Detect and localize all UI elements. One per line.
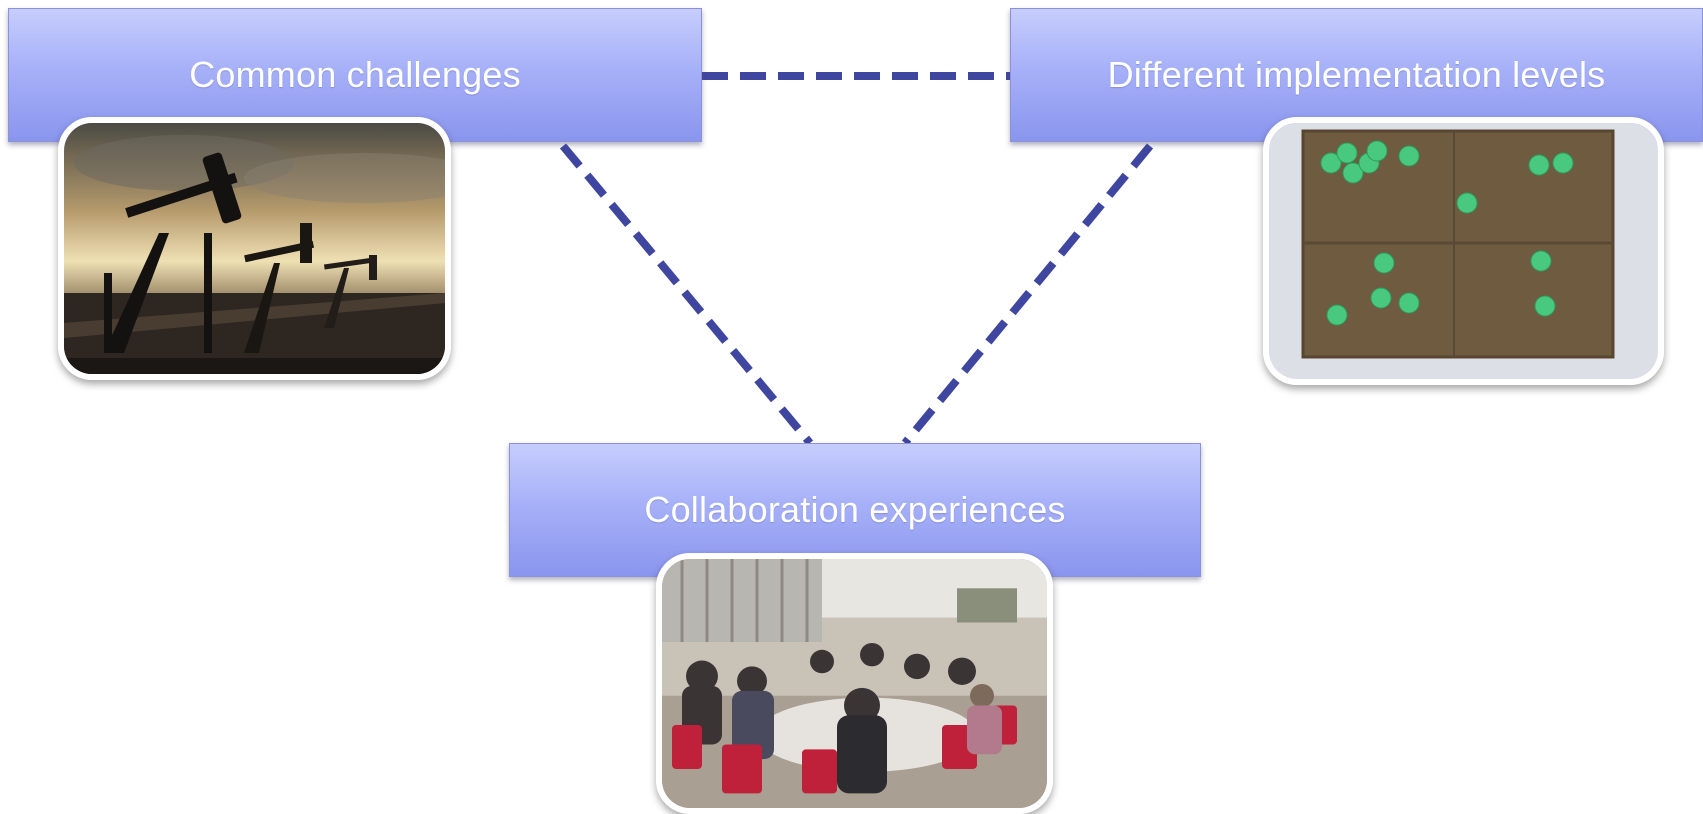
node-collaboration-experiences-label: Collaboration experiences — [644, 489, 1066, 530]
connector-right — [901, 143, 1154, 446]
group-meeting-photo — [656, 553, 1053, 814]
node-different-implementation-levels-label: Different implementation levels — [1107, 54, 1606, 95]
board-with-green-dots-photo — [1263, 117, 1664, 385]
node-common-challenges-label: Common challenges — [189, 54, 521, 95]
node-collaboration-experiences: Collaboration experiences — [509, 443, 1201, 577]
connector-left — [559, 143, 814, 446]
oil-pumpjacks-photo — [58, 117, 451, 380]
